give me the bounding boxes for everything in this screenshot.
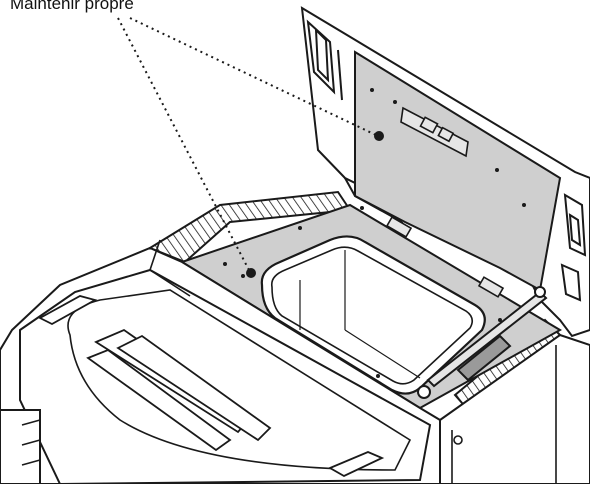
- lid-latch: [400, 106, 469, 158]
- gas-strut: [417, 286, 548, 399]
- cover-slots: [38, 295, 385, 478]
- callout-dot-lid: [374, 131, 384, 141]
- callout-leaders: [117, 17, 379, 273]
- stove-top: [0, 239, 590, 486]
- callout-dot-frame: [246, 268, 256, 278]
- lid-side-vents: [306, 19, 587, 302]
- hopper-lid: [300, 6, 590, 338]
- callout-label: Maintenir propre: [10, 0, 134, 13]
